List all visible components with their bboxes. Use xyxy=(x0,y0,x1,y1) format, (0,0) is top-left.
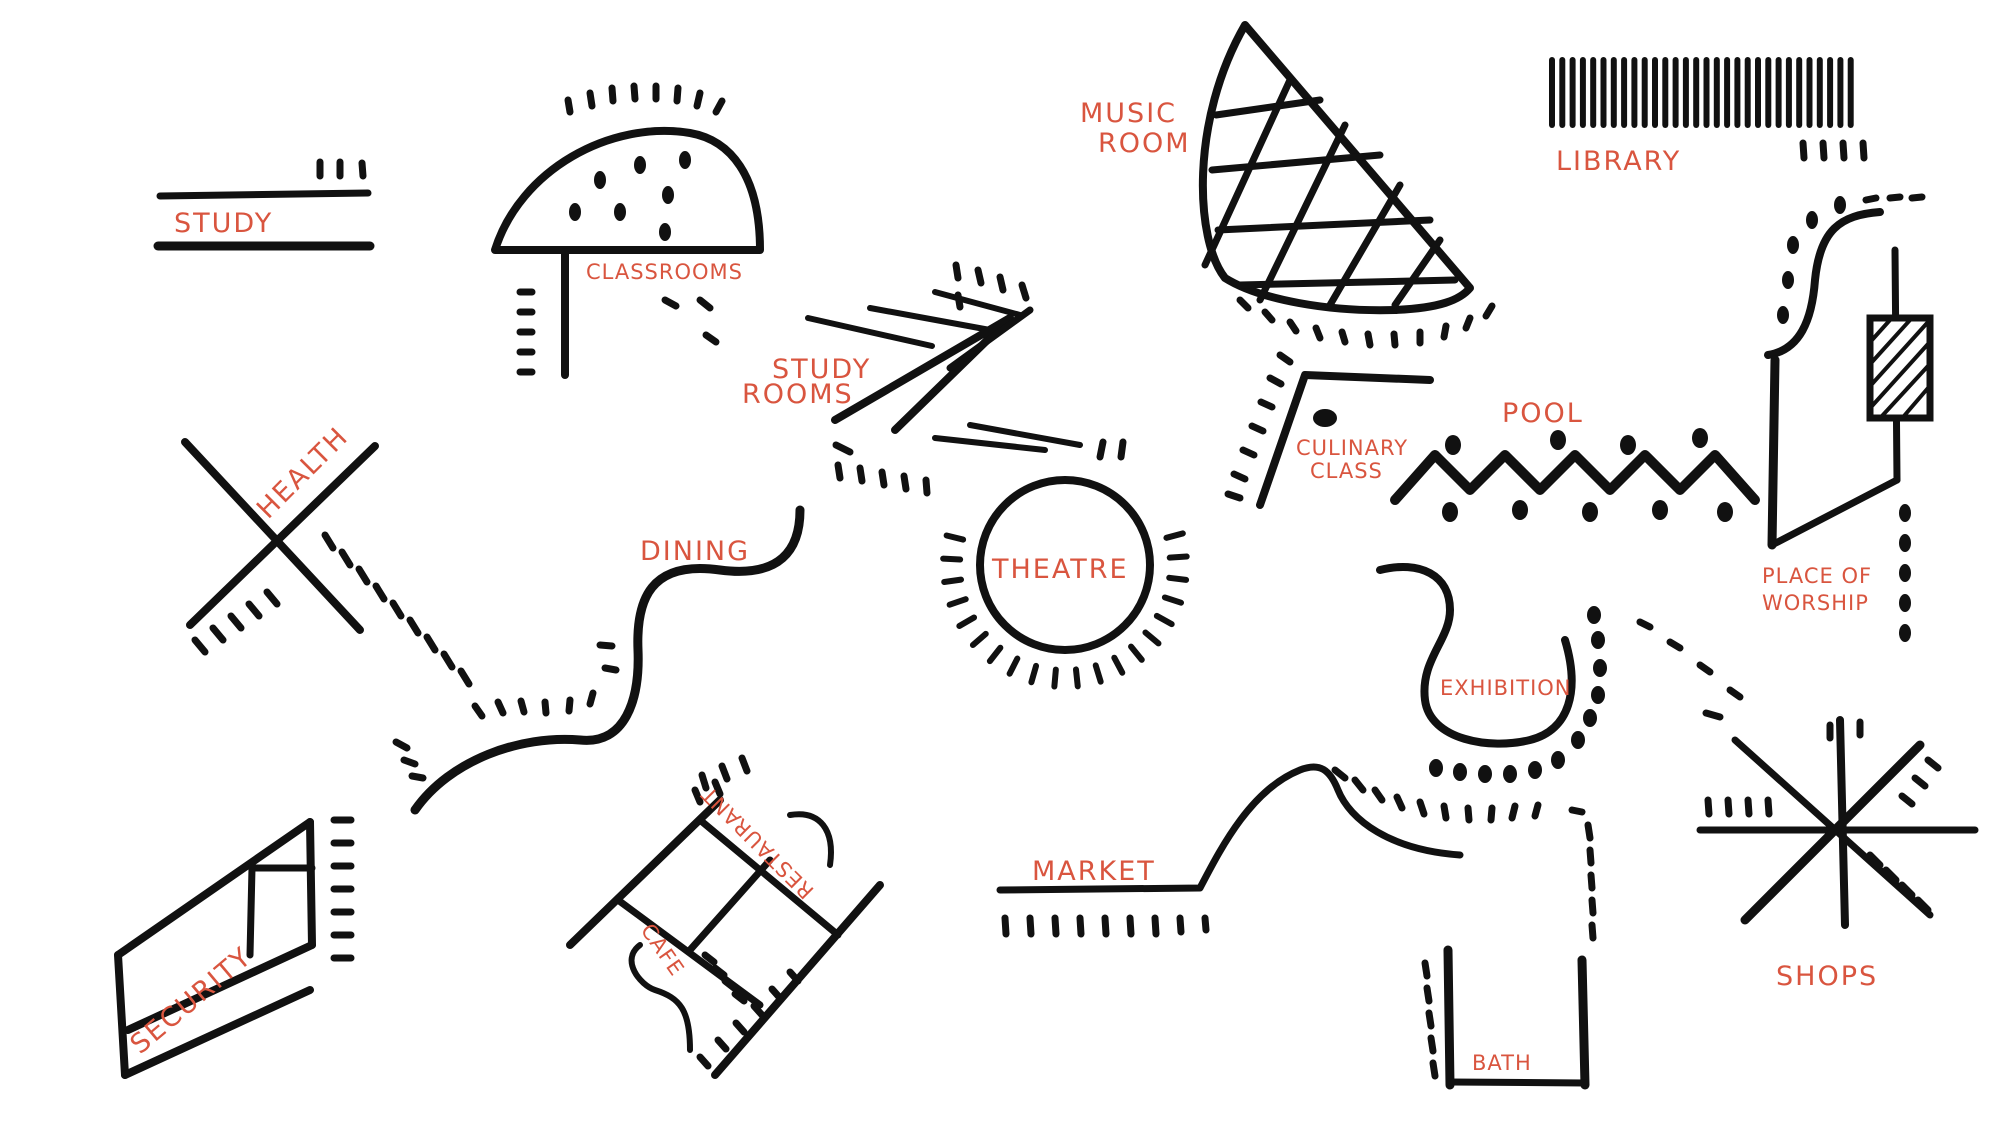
label-bath: BATH xyxy=(1472,1051,1532,1075)
theatre-ray xyxy=(940,555,964,563)
bath-symbol xyxy=(1421,806,1597,1090)
dining-symbol xyxy=(321,505,805,815)
study-rooms-symbol xyxy=(805,261,1083,497)
label-culinary-1: CULINARY xyxy=(1296,436,1408,460)
label-health: HEALTH xyxy=(251,421,355,525)
label-restaurant: RESTAURANT xyxy=(696,781,818,903)
label-study: STUDY xyxy=(174,208,273,239)
label-market: MARKET xyxy=(1032,856,1156,887)
security-symbol xyxy=(114,816,355,1079)
health-symbol xyxy=(181,438,379,656)
label-culinary-2: CLASS xyxy=(1310,459,1383,483)
theatre-ray xyxy=(1163,530,1186,541)
shops-symbol xyxy=(1696,716,1979,929)
study-symbol xyxy=(153,158,375,251)
theatre-ray xyxy=(941,576,965,585)
theatre-ray xyxy=(943,532,967,543)
theatre-ray xyxy=(946,596,969,608)
theatre-ray xyxy=(1111,654,1126,676)
label-library: LIBRARY xyxy=(1556,146,1681,177)
theatre-ray xyxy=(1161,594,1185,606)
theatre-ray xyxy=(1051,666,1059,690)
theatre-ray xyxy=(1153,612,1175,628)
pool-symbol xyxy=(1390,428,1760,522)
label-theatre: THEATRE xyxy=(991,554,1129,585)
theatre-ray xyxy=(1072,666,1081,690)
theatre-ray xyxy=(969,630,989,649)
label-shops: SHOPS xyxy=(1776,961,1878,992)
theatre-ray xyxy=(1142,629,1162,647)
library-dashes xyxy=(1799,139,1868,162)
label-classrooms: CLASSROOMS xyxy=(586,260,743,284)
theatre-ray xyxy=(956,614,978,629)
label-dining: DINING xyxy=(640,536,750,567)
theatre-ray xyxy=(1006,655,1021,677)
label-music-room-1: MUSIC xyxy=(1080,98,1177,129)
library-symbol xyxy=(1549,57,1854,128)
theatre-ray xyxy=(1166,553,1190,561)
music-room-symbol xyxy=(1198,21,1496,349)
label-exhibition: EXHIBITION xyxy=(1440,676,1572,700)
culinary-class-symbol xyxy=(1224,351,1434,509)
theatre-ray xyxy=(1128,643,1145,663)
label-study-rooms-2: ROOMS xyxy=(742,379,854,410)
exhibition-symbol xyxy=(1376,562,1744,783)
restaurant-cafe-symbol xyxy=(566,754,884,1079)
label-pool: POOL xyxy=(1502,398,1584,429)
theatre-ray xyxy=(1166,574,1190,583)
label-place-of-worship-2: WORSHIP xyxy=(1762,591,1869,615)
theatre-ray xyxy=(1028,662,1040,686)
theatre-ray xyxy=(986,644,1004,665)
market-symbol xyxy=(996,763,1542,938)
place-of-worship-symbol xyxy=(1764,193,1934,642)
theatre-symbol xyxy=(940,438,1190,690)
label-study-rooms-1: STUDY xyxy=(772,354,871,385)
theatre-ray xyxy=(1092,662,1104,685)
label-music-room-2: ROOM xyxy=(1098,128,1191,159)
classrooms-symbol xyxy=(491,82,764,379)
label-place-of-worship-1: PLACE OF xyxy=(1762,564,1872,588)
